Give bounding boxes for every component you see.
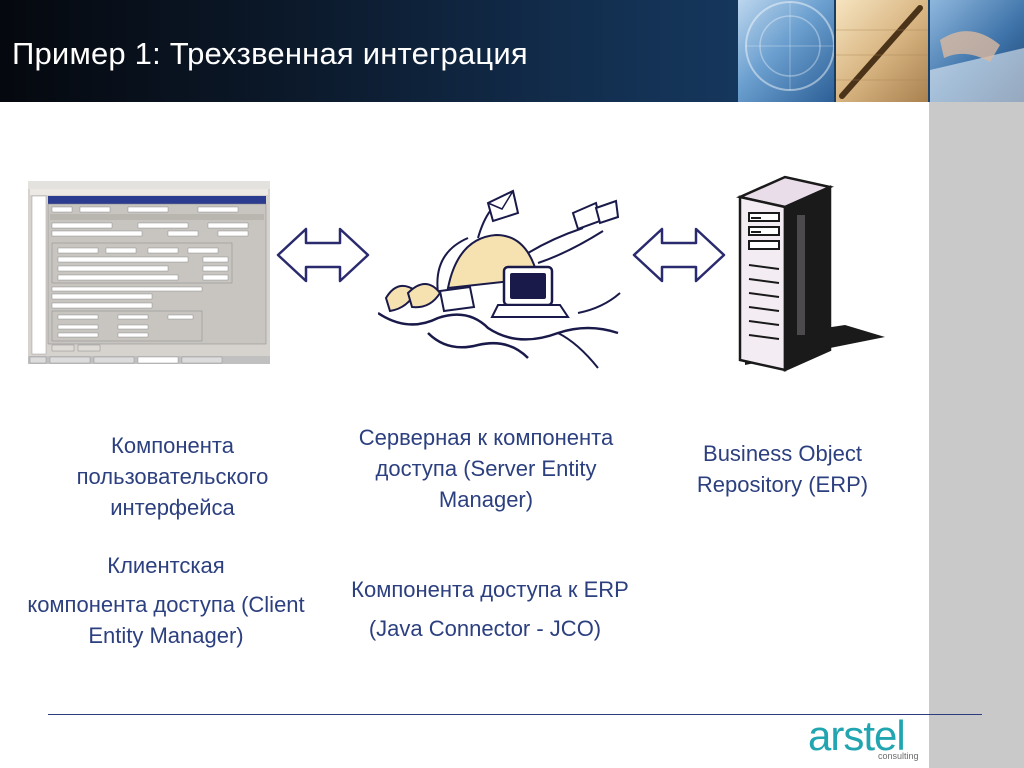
ui-form-screenshot — [28, 181, 270, 364]
footer-divider — [48, 714, 982, 715]
caption-erp-repository: Business Object Repository (ERP) — [696, 441, 869, 497]
server-tower-icon — [736, 175, 885, 372]
caption-client-entity-manager: компонента доступа (Client Entity Manage… — [27, 592, 305, 648]
header-photo-pen — [836, 0, 928, 102]
company-logo: arstel — [808, 712, 906, 759]
double-arrow-icon — [276, 227, 370, 283]
company-logo-subtitle: consulting — [878, 751, 919, 761]
caption-java-connector: (Java Connector - JCO) — [368, 616, 602, 641]
right-sidebar — [929, 102, 1024, 768]
network-clipart-icon — [378, 189, 621, 369]
caption-erp-access: Компонента доступа к ERP — [351, 577, 629, 602]
header-photo-keyboard — [930, 0, 1024, 102]
caption-client-entity-title: Клиентская — [107, 553, 225, 578]
slide-title: Пример 1: Трехзвенная интеграция — [12, 36, 528, 71]
caption-server-entity-manager: Серверная к компонента доступа (Server E… — [358, 425, 614, 512]
caption-ui-component: Компонента пользовательского интерфейса — [76, 433, 269, 520]
header-photo-globe — [738, 0, 834, 102]
double-arrow-icon — [632, 227, 726, 283]
